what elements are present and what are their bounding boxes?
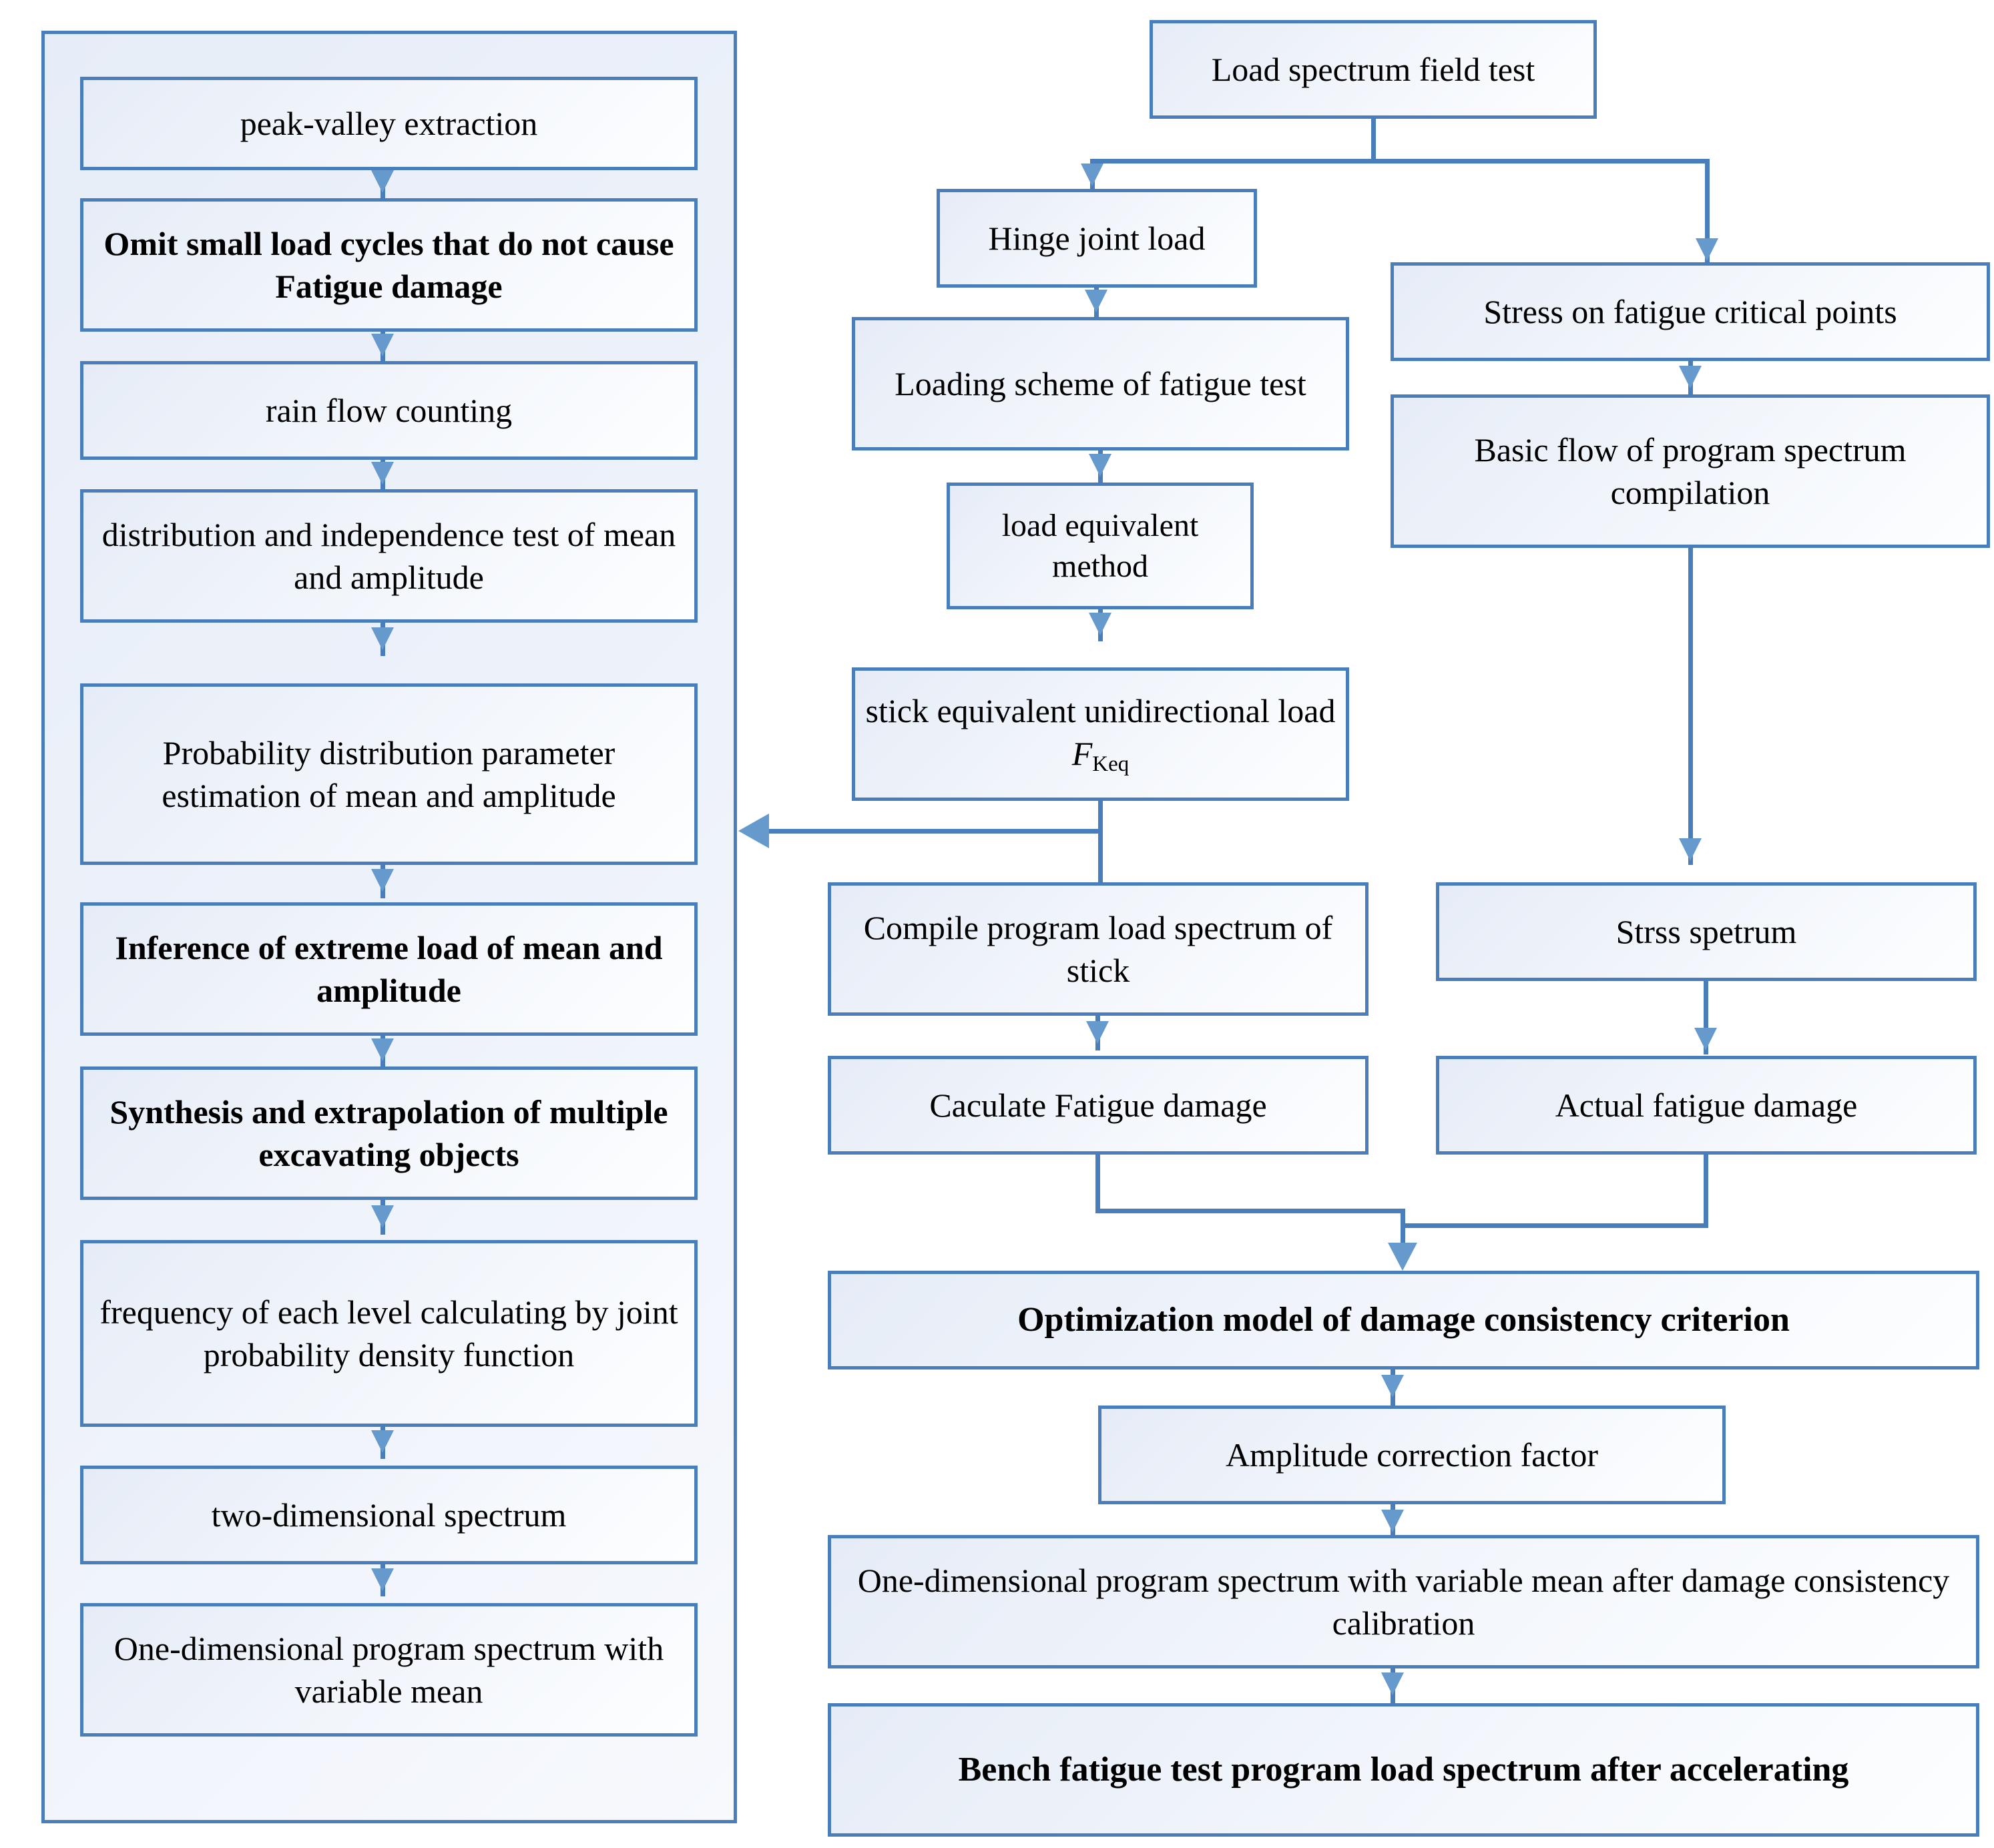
node-label: Amplitude correction factor (1225, 1436, 1599, 1474)
node-label: Synthesis and extrapolation of multiple … (109, 1093, 668, 1173)
connector-line (1704, 1155, 1708, 1228)
node-label: Hinge joint load (988, 220, 1206, 257)
node-label: Strss spetrum (1615, 913, 1797, 950)
variable-F: F (1071, 735, 1093, 773)
connector-line (1090, 159, 1710, 164)
connector-line (1401, 1209, 1405, 1262)
node-peak-valley-extraction[interactable]: peak-valley extraction (80, 77, 698, 170)
arrow-down-icon (1381, 1510, 1404, 1532)
node-label: load equivalent method (1001, 507, 1199, 584)
node-synthesis-extrapolation[interactable]: Synthesis and extrapolation of multiple … (80, 1066, 698, 1200)
node-label: Bench fatigue test program load spectrum… (958, 1750, 1849, 1789)
node-stress-on-fatigue-critical-points[interactable]: Stress on fatigue critical points (1391, 262, 1990, 361)
arrow-down-icon (1679, 366, 1702, 388)
node-one-dimensional-program-spectrum[interactable]: One-dimensional program spectrum with va… (80, 1603, 698, 1737)
node-hinge-joint-load[interactable]: Hinge joint load (937, 189, 1257, 288)
node-omit-small-load-cycles[interactable]: Omit small load cycles that do not cause… (80, 198, 698, 332)
node-caculate-fatigue-damage[interactable]: Caculate Fatigue damage (828, 1056, 1368, 1155)
node-label: Omit small load cycles that do not cause… (103, 225, 674, 305)
arrow-down-icon (371, 170, 394, 193)
connector-line (1704, 981, 1708, 1054)
node-probability-distribution-parameter-estimation[interactable]: Probability distribution parameter estim… (80, 683, 698, 865)
node-rain-flow-counting[interactable]: rain flow counting (80, 361, 698, 460)
arrow-down-icon (1086, 1021, 1109, 1044)
node-two-dimensional-spectrum[interactable]: two-dimensional spectrum (80, 1466, 698, 1564)
arrow-down-icon (371, 1430, 394, 1453)
node-stick-equivalent-unidirectional-load[interactable]: stick equivalent unidirectional load FKe… (852, 667, 1349, 801)
connector-line (1401, 1223, 1708, 1228)
connector-line (1095, 1155, 1100, 1213)
node-label: Loading scheme of fatigue test (895, 365, 1306, 402)
arrow-down-icon (1081, 164, 1103, 186)
arrow-down-icon (1089, 613, 1111, 635)
node-label: One-dimensional program spectrum with va… (857, 1562, 1950, 1642)
node-label: Compile program load spectrum of stick (863, 909, 1333, 989)
connector-line (1688, 548, 1693, 865)
node-basic-flow-of-program-spectrum-compilation[interactable]: Basic flow of program spectrum compilati… (1391, 394, 1990, 548)
node-compile-program-load-spectrum-of-stick[interactable]: Compile program load spectrum of stick (828, 882, 1368, 1016)
node-label: frequency of each level calculating by j… (99, 1293, 678, 1373)
arrow-down-icon (1089, 454, 1111, 477)
node-label: Stress on fatigue critical points (1483, 293, 1897, 330)
node-label: Actual fatigue damage (1555, 1087, 1858, 1124)
arrow-down-icon (371, 1038, 394, 1061)
node-label-text: stick equivalent unidirectional load (865, 692, 1336, 730)
connector-line (769, 829, 1103, 834)
arrow-down-icon (371, 462, 394, 485)
node-strss-spetrum[interactable]: Strss spetrum (1436, 882, 1977, 981)
arrow-down-icon (1679, 838, 1702, 861)
arrow-left-icon (738, 814, 769, 848)
arrow-down-icon (371, 1568, 394, 1591)
node-amplitude-correction-factor[interactable]: Amplitude correction factor (1098, 1406, 1726, 1504)
node-label: Basic flow of program spectrum compilati… (1474, 431, 1907, 511)
node-one-dimensional-program-spectrum-calibrated[interactable]: One-dimensional program spectrum with va… (828, 1535, 1979, 1668)
arrow-down-icon (1388, 1243, 1417, 1271)
arrow-down-icon (371, 1205, 394, 1228)
node-label: Inference of extreme load of mean and am… (115, 929, 663, 1009)
arrow-down-icon (371, 627, 394, 650)
variable-subscript: Keq (1092, 752, 1130, 777)
node-inference-of-extreme-load[interactable]: Inference of extreme load of mean and am… (80, 902, 698, 1036)
node-label: One-dimensional program spectrum with va… (113, 1630, 664, 1710)
node-label: rain flow counting (265, 392, 513, 429)
node-label: stick equivalent unidirectional load FKe… (862, 689, 1339, 778)
connector-line (1098, 801, 1103, 934)
arrow-down-icon (1696, 238, 1718, 261)
connector-line (1705, 159, 1710, 262)
arrow-down-icon (1085, 290, 1107, 312)
node-label: two-dimensional spectrum (211, 1496, 567, 1534)
node-frequency-of-each-level[interactable]: frequency of each level calculating by j… (80, 1240, 698, 1427)
arrow-down-icon (371, 334, 394, 356)
arrow-down-icon (1381, 1375, 1404, 1398)
node-label: Optimization model of damage consistency… (1017, 1300, 1790, 1339)
node-load-equivalent-method[interactable]: load equivalent method (947, 483, 1254, 609)
node-label: Caculate Fatigue damage (929, 1087, 1267, 1124)
node-label: Probability distribution parameter estim… (162, 734, 616, 814)
node-loading-scheme-of-fatigue-test[interactable]: Loading scheme of fatigue test (852, 317, 1349, 450)
node-actual-fatigue-damage[interactable]: Actual fatigue damage (1436, 1056, 1977, 1155)
node-distribution-independence-test[interactable]: distribution and independence test of me… (80, 489, 698, 623)
node-label: distribution and independence test of me… (101, 516, 676, 596)
arrow-down-icon (371, 869, 394, 892)
connector-line (1371, 119, 1376, 164)
node-bench-fatigue-test-program-load-spectrum[interactable]: Bench fatigue test program load spectrum… (828, 1703, 1979, 1837)
node-load-spectrum-field-test[interactable]: Load spectrum field test (1150, 20, 1597, 119)
node-label: Load spectrum field test (1211, 51, 1535, 88)
arrow-down-icon (1381, 1672, 1404, 1695)
connector-line (1095, 1209, 1405, 1213)
arrow-down-icon (1694, 1028, 1717, 1050)
node-optimization-model-of-damage-consistency-criterion[interactable]: Optimization model of damage consistency… (828, 1271, 1979, 1369)
node-label: peak-valley extraction (240, 105, 538, 142)
